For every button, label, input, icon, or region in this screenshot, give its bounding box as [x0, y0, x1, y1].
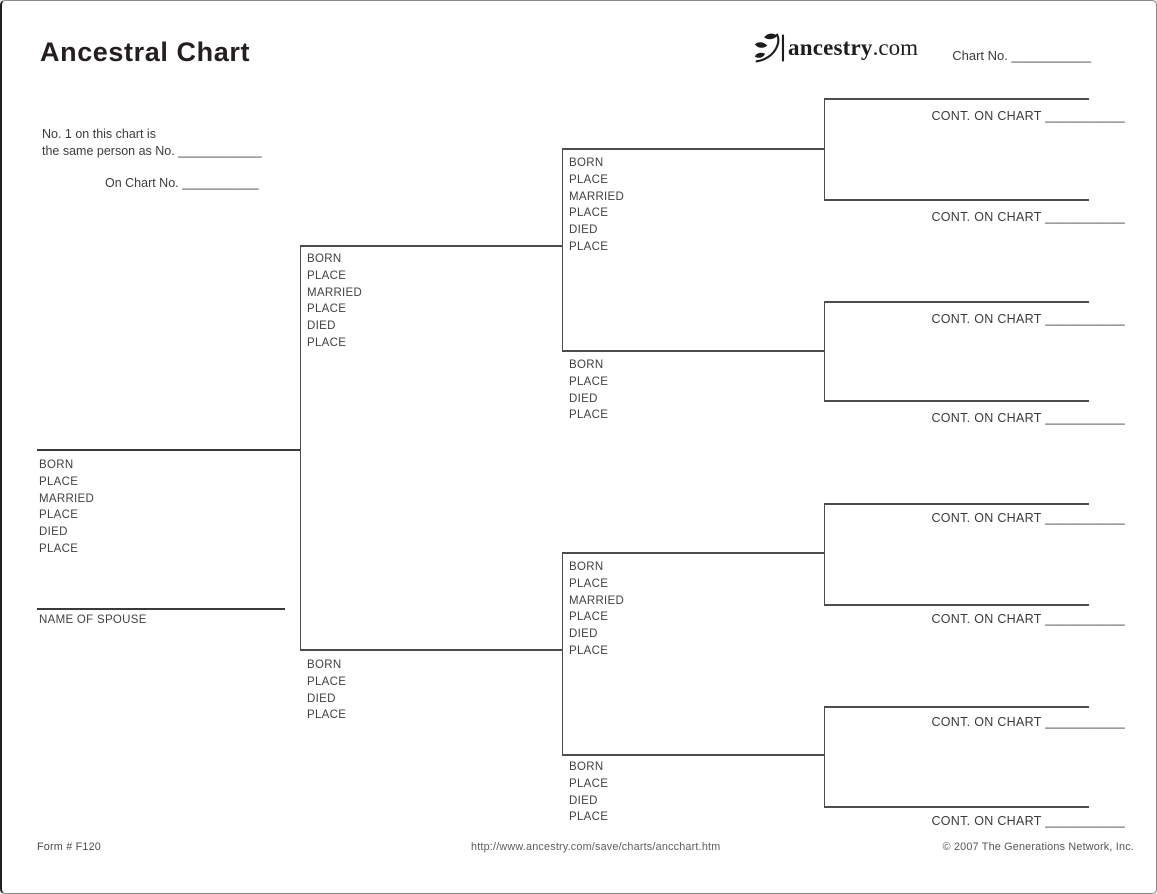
field-label: PLACE — [569, 207, 609, 220]
cont-on-chart-4: CONT. ON CHART ___________ — [931, 411, 1125, 425]
spouse-field-label: NAME OF SPOUSE — [39, 614, 147, 626]
chart-number-field: Chart No. ___________ — [952, 48, 1091, 63]
brand-suffix: .com — [872, 35, 918, 60]
field-label: PLACE — [307, 269, 347, 282]
paternal-grandmother-field-labels: BORN PLACE DIED PLACE — [569, 357, 608, 424]
paternal-grandfather-name-line — [561, 148, 825, 150]
field-label: PLACE — [39, 509, 79, 522]
field-label: DIED — [39, 526, 68, 539]
ancestry-logo: ancestry.com — [754, 31, 918, 65]
cont-on-chart-5: CONT. ON CHART ___________ — [931, 511, 1125, 525]
ancestry-leaf-icon — [754, 31, 786, 65]
field-label: BORN — [307, 659, 342, 671]
footer-copyright: © 2007 The Generations Network, Inc. — [942, 841, 1134, 853]
field-label: MARRIED — [307, 286, 363, 299]
bracket4-bottom-line — [823, 806, 1089, 808]
person1-field-labels: BORN PLACE MARRIED PLACE DIED PLACE — [39, 457, 94, 558]
maternal-grandmother-field-labels: BORN PLACE DIED PLACE — [569, 759, 608, 826]
field-label: DIED — [569, 794, 598, 807]
field-label: MARRIED — [569, 190, 625, 203]
footer-url: http://www.ancestry.com/save/charts/ancc… — [471, 841, 721, 853]
maternal-grandfather-field-labels: BORN PLACE MARRIED PLACE DIED PLACE — [569, 559, 624, 660]
gen1-connector — [299, 245, 302, 650]
maternal-grandfather-name-line — [561, 552, 825, 554]
intro-line-2: the same person as No. ____________ — [42, 144, 262, 158]
field-label: PLACE — [307, 336, 347, 349]
paternal-gen2-connector — [561, 148, 564, 350]
paternal-grandfather-field-labels: BORN PLACE MARRIED PLACE DIED PLACE — [569, 155, 624, 256]
field-label: BORN — [39, 459, 74, 471]
field-label: DIED — [307, 320, 336, 333]
person1-name-line — [37, 449, 300, 451]
bracket1-top-line — [823, 98, 1089, 100]
bracket1-bottom-line — [823, 199, 1089, 201]
field-label: PLACE — [569, 375, 609, 388]
field-label: DIED — [307, 692, 336, 705]
maternal-grandmother-name-line — [561, 754, 825, 756]
bracket1-connector — [823, 98, 826, 199]
field-label: BORN — [569, 761, 604, 773]
cont-on-chart-2: CONT. ON CHART ___________ — [931, 210, 1125, 224]
field-label: DIED — [569, 628, 598, 641]
form-number: Form # F120 — [37, 841, 102, 853]
field-label: PLACE — [569, 240, 609, 253]
cont-on-chart-3: CONT. ON CHART ___________ — [931, 312, 1125, 326]
cont-on-chart-8: CONT. ON CHART ___________ — [931, 814, 1125, 828]
brand-wordmark: ancestry.com — [788, 35, 918, 61]
maternal-gen2-connector — [561, 552, 564, 754]
field-label: PLACE — [569, 409, 609, 422]
paternal-grandmother-name-line — [561, 350, 825, 352]
field-label: BORN — [569, 359, 604, 371]
bracket3-connector — [823, 503, 826, 604]
field-label: PLACE — [569, 644, 609, 657]
bracket3-top-line — [823, 503, 1089, 505]
field-label: PLACE — [569, 777, 609, 790]
cont-on-chart-6: CONT. ON CHART ___________ — [931, 612, 1125, 626]
field-label: PLACE — [39, 542, 79, 555]
field-label: PLACE — [569, 577, 609, 590]
bracket4-top-line — [823, 706, 1089, 708]
mother-field-labels: BORN PLACE DIED PLACE — [307, 657, 346, 724]
bracket3-bottom-line — [823, 604, 1089, 606]
bracket2-bottom-line — [823, 400, 1089, 402]
brand-name: ancestry — [788, 35, 873, 60]
field-label: MARRIED — [569, 594, 625, 607]
cont-on-chart-1: CONT. ON CHART ___________ — [931, 109, 1125, 123]
field-label: PLACE — [569, 173, 609, 186]
field-label: BORN — [569, 157, 604, 169]
field-label: DIED — [569, 224, 598, 237]
spouse-name-line — [37, 608, 285, 610]
bracket2-top-line — [823, 301, 1089, 303]
page-title: Ancestral Chart — [40, 37, 251, 67]
intro-line-1: No. 1 on this chart is — [42, 127, 156, 141]
field-label: BORN — [307, 253, 342, 265]
cont-on-chart-7: CONT. ON CHART ___________ — [931, 715, 1125, 729]
field-label: PLACE — [307, 675, 347, 688]
father-name-line — [299, 245, 563, 247]
intro-line-3: On Chart No. ___________ — [105, 176, 259, 190]
intro-note: No. 1 on this chart is the same person a… — [42, 126, 262, 160]
field-label: PLACE — [307, 303, 347, 316]
bracket2-connector — [823, 301, 826, 400]
bracket4-connector — [823, 706, 826, 806]
field-label: PLACE — [39, 475, 79, 488]
field-label: PLACE — [307, 709, 347, 722]
field-label: DIED — [569, 392, 598, 405]
field-label: BORN — [569, 561, 604, 573]
field-label: MARRIED — [39, 492, 95, 505]
field-label: PLACE — [569, 811, 609, 824]
father-field-labels: BORN PLACE MARRIED PLACE DIED PLACE — [307, 251, 362, 352]
field-label: PLACE — [569, 611, 609, 624]
mother-name-line — [299, 649, 563, 651]
